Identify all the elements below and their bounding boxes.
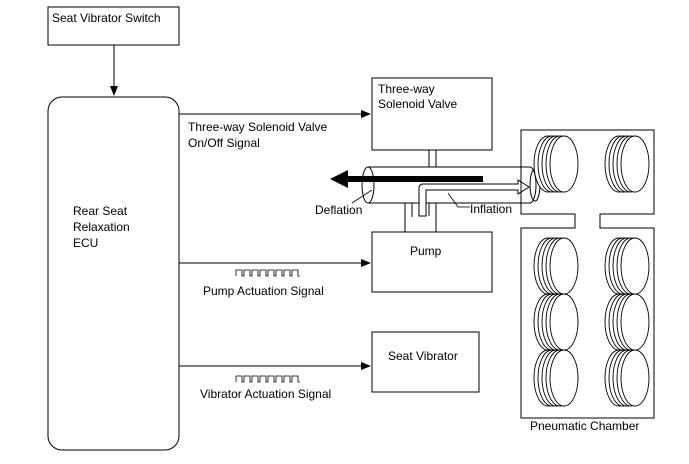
chamber-cell [533,349,579,407]
ecu-label-line-3: ECU [73,236,98,250]
pump: Pump [371,231,493,293]
pneumatic-chamber-label: Pneumatic Chamber [530,419,639,433]
seat-vibrator-switch: Seat Vibrator Switch [47,6,180,46]
inflation-arrow [418,179,530,217]
valve-stem [428,150,437,167]
vibrator-signal-label: Vibrator Actuation Signal [200,387,331,401]
valve-label-line-2: Solenoid Valve [378,97,457,111]
pneumatic-chamber-cells [533,135,650,407]
ecu-label-line-2: Relaxation [73,220,130,234]
valve-signal-label-line-2: On/Off Signal [188,136,260,150]
valve-signal-label-line-1: Three-way Solenoid Valve [188,120,328,134]
three-way-solenoid-valve: Three-way Solenoid Valve [371,77,493,151]
vibrator-pulse-waveform [235,375,300,383]
chamber-cell [604,237,650,295]
chamber-cell [533,293,579,351]
chamber-cell [604,135,650,193]
ecu-label-line-1: Rear Seat [73,204,128,218]
inflation-label: Inflation [470,202,512,216]
chamber-cell [604,349,650,407]
pump-stem [404,203,437,232]
inflation-leader [447,192,459,208]
seat-vibrator: Seat Vibrator [371,331,480,393]
chamber-cell [533,237,579,295]
pneumatic-chamber [520,129,655,419]
pump-label: Pump [410,244,442,258]
valve-label-line-1: Three-way [378,82,435,96]
chamber-cell [533,135,579,193]
chamber-cell [604,293,650,351]
deflation-label: Deflation [315,203,362,217]
seat-vibrator-label: Seat Vibrator [388,349,458,363]
pump-signal-label: Pump Actuation Signal [203,284,324,298]
deflation-arrow [330,170,483,188]
rear-seat-relaxation-ecu: Rear Seat Relaxation ECU [47,96,180,451]
pump-pulse-waveform [235,269,300,277]
deflation-leader [351,189,373,204]
seat-vibrator-switch-label: Seat Vibrator Switch [52,11,161,25]
